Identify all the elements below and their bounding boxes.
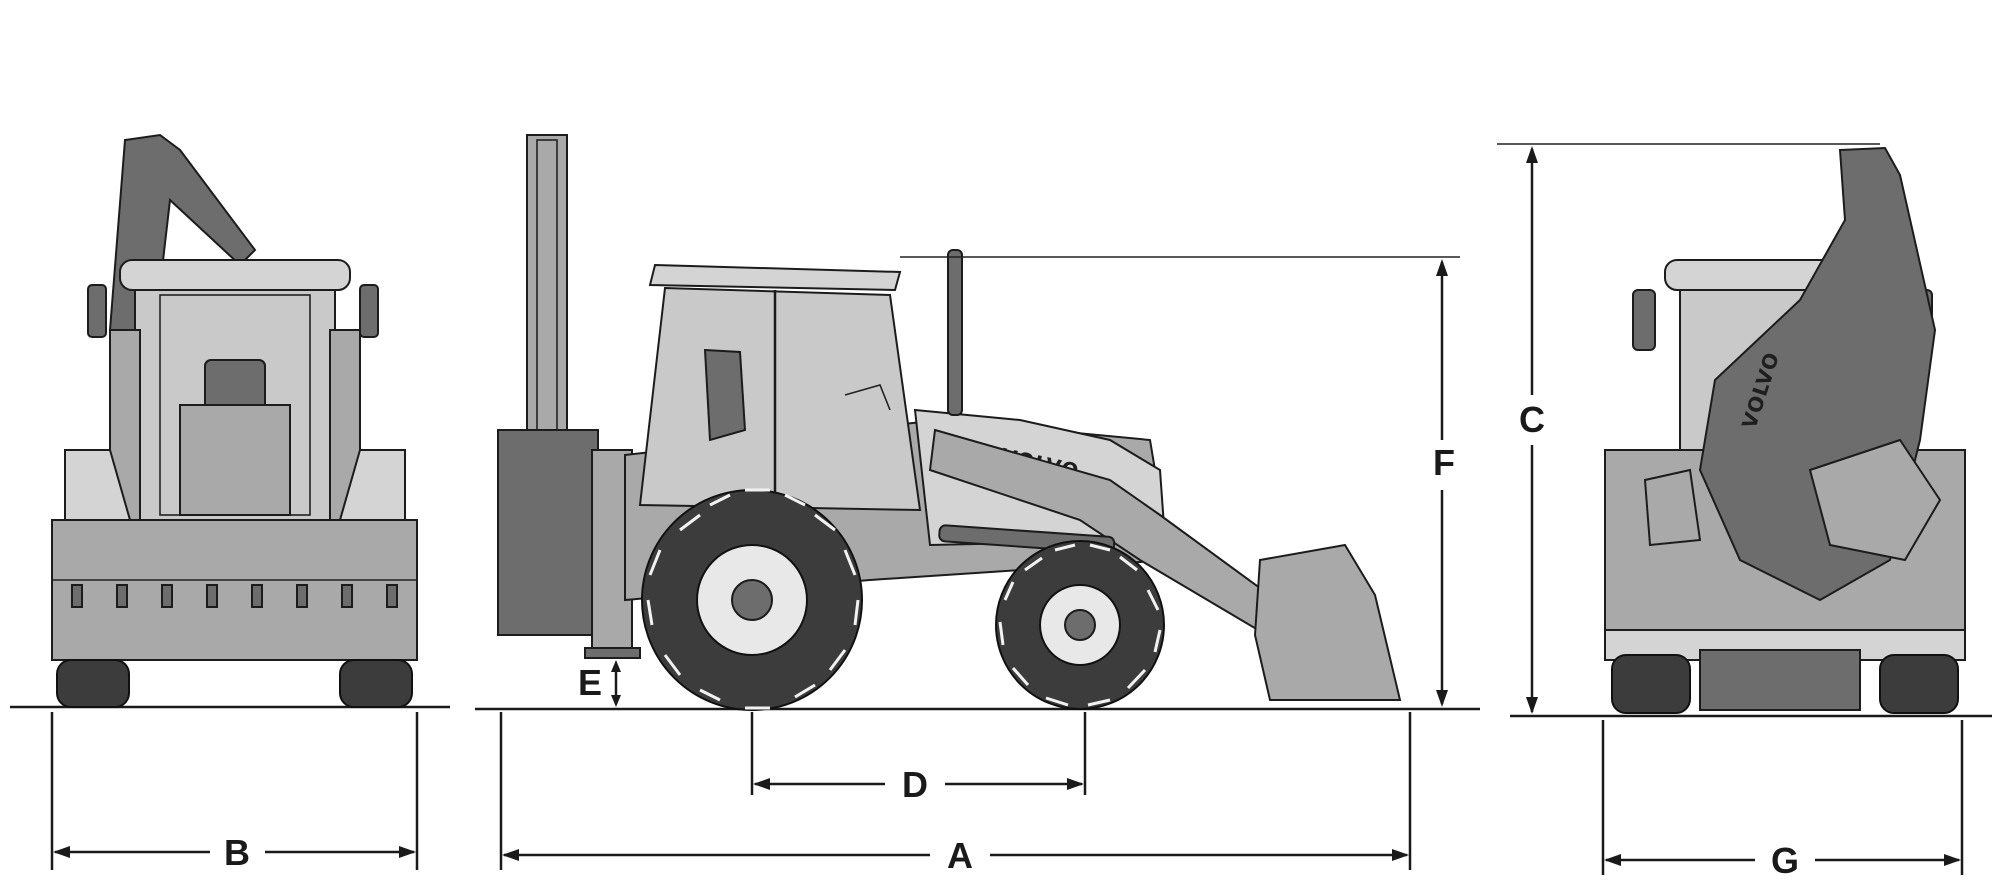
rear-backhoe-bucket [1808, 438, 1942, 562]
rear-left-tyre [1611, 654, 1691, 714]
dimension-g: G [1601, 720, 1964, 881]
side-cab-glass [638, 286, 922, 512]
side-loader-bucket [1253, 543, 1402, 701]
dimension-d: D [750, 712, 1087, 805]
front-left-tyre [56, 659, 130, 708]
front-engine-hood [179, 404, 291, 516]
dimension-a-label: A [947, 835, 973, 876]
side-cab-roof [648, 263, 902, 292]
dimension-e-label: E [578, 662, 602, 703]
right-mirror-icon [359, 284, 379, 338]
exhaust-pipe-icon [947, 249, 963, 416]
side-stabilizer-foot [584, 647, 641, 659]
rear-left-mirror-icon [1632, 289, 1656, 351]
dimension-c: C [1497, 143, 1880, 714]
side-seat [703, 348, 747, 442]
dimension-e: E [578, 660, 621, 707]
front-loader-bucket [51, 519, 418, 661]
rear-view: VOLVO C G [1497, 143, 1992, 881]
left-mirror-icon [87, 284, 107, 338]
dimension-d-label: D [902, 764, 928, 805]
side-front-wheel [995, 540, 1165, 710]
dimension-c-label: C [1519, 399, 1545, 440]
dimension-f-label: F [1433, 442, 1455, 483]
front-bucket-teeth [71, 584, 398, 608]
front-cab-roof [119, 259, 351, 291]
front-view: B [10, 133, 450, 873]
side-backhoe-bucket [497, 429, 599, 636]
dimension-f: F [900, 256, 1460, 707]
side-view: VOLVO [475, 134, 1480, 876]
dimension-a: A [499, 712, 1412, 876]
front-right-tyre [339, 659, 413, 708]
side-rear-wheel [641, 488, 863, 711]
rear-hydraulic-pump [1643, 468, 1702, 547]
rear-right-tyre [1879, 654, 1959, 714]
dimension-g-label: G [1771, 840, 1799, 881]
dimension-b: B [50, 712, 419, 873]
dimension-b-label: B [224, 832, 250, 873]
side-steering-wheel [844, 384, 891, 411]
rear-stabilizers [1699, 649, 1861, 711]
